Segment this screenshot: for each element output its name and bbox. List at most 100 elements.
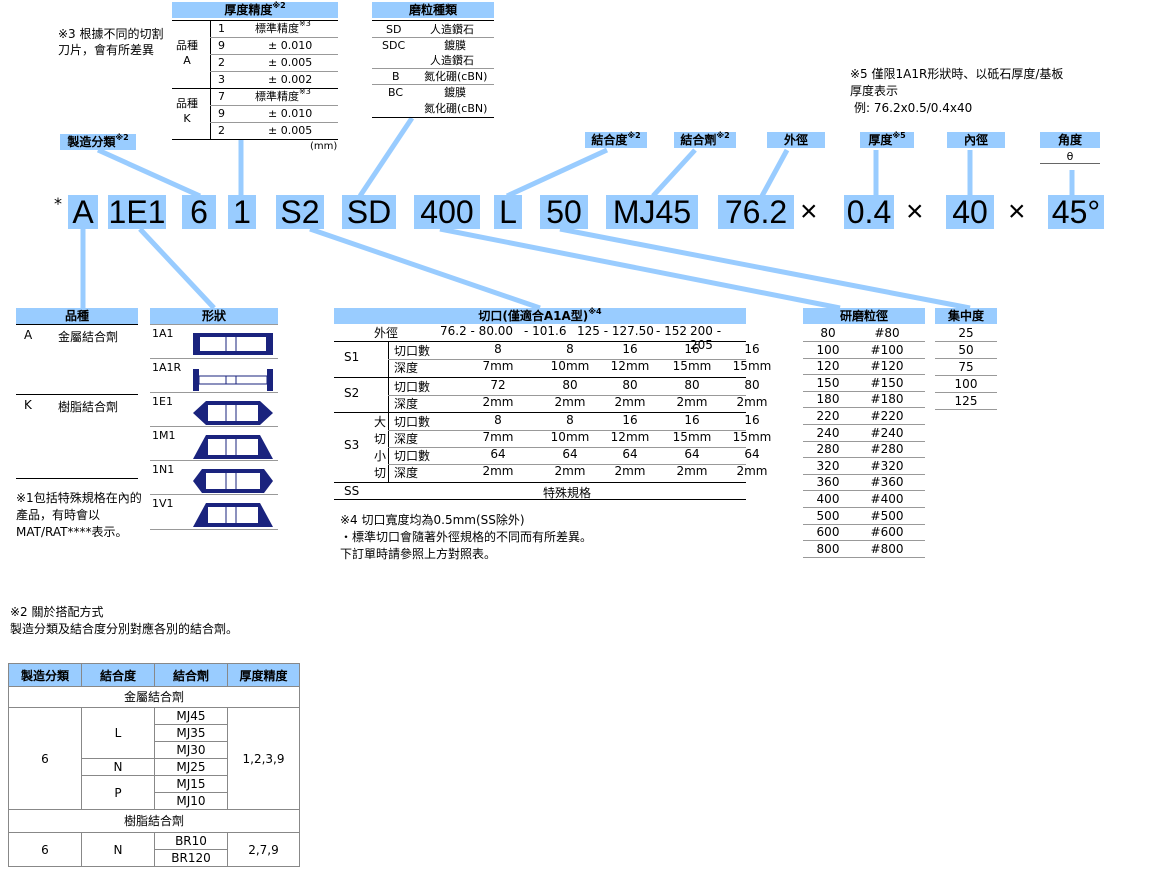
slot-row-name: 切口數 xyxy=(394,344,431,358)
slot-cell: 15mm xyxy=(672,430,712,444)
metal-precision: 1,2,3,9 xyxy=(227,707,300,810)
times-1: × xyxy=(800,195,818,228)
category-label: 製造分類※2 xyxy=(60,134,136,150)
grit-size: 100 xyxy=(816,342,840,357)
slot-cell: 10mm xyxy=(550,430,590,444)
slot-row-name: 深度 xyxy=(394,397,419,411)
slot-cell: 8 xyxy=(494,413,502,427)
grit-header: 研磨粒徑 xyxy=(803,308,925,324)
note-4-line2: ・標準切口會隨著外徑規格的不同而有所差異。 xyxy=(340,530,593,544)
note-4-line3: 下訂單時請參照上方對照表。 xyxy=(340,547,497,561)
shape-1n1-label: 1N1 xyxy=(152,463,175,476)
resin-category: 6 xyxy=(8,832,82,867)
grit-mesh: #400 xyxy=(870,492,904,506)
bond-label: 結合劑※2 xyxy=(674,132,736,148)
code-prefix: * xyxy=(54,194,62,213)
shape-1m1-label: 1M1 xyxy=(152,429,176,442)
slot-cell: 7mm xyxy=(482,430,514,444)
bond-col-category: 製造分類 xyxy=(8,663,82,687)
slot-od-3: 125 - 127.50 xyxy=(577,324,654,338)
variety-row-k-name: 樹脂結合劑 xyxy=(58,400,119,414)
bond-col-grade: 結合度 xyxy=(81,663,155,687)
grit-row: 800#800 xyxy=(803,541,925,558)
grit-row: 400#400 xyxy=(803,491,925,508)
shape-1m1-icon xyxy=(193,435,273,459)
metal-grade-n: N xyxy=(81,758,155,776)
bond-col-precision: 厚度精度 xyxy=(227,663,300,687)
slot-cell: 2mm xyxy=(676,395,708,409)
code-bond: MJ45 xyxy=(606,195,698,229)
concentration-value: 50 xyxy=(935,342,997,359)
slot-s2-label: S2 xyxy=(344,386,360,400)
bond-col-bond: 結合劑 xyxy=(154,663,228,687)
grit-row: 80#80 xyxy=(803,325,925,342)
shape-1e1-label: 1E1 xyxy=(152,395,173,408)
slot-cell: 64 xyxy=(744,447,760,461)
thickness-label: 厚度※5 xyxy=(860,132,914,148)
slot-cell: 64 xyxy=(622,447,638,461)
grit-size: 180 xyxy=(816,392,840,407)
slot-cell: 80 xyxy=(562,378,578,392)
grit-mesh: #320 xyxy=(870,458,904,473)
grit-row: 280#280 xyxy=(803,441,925,459)
bond-mj35: MJ35 xyxy=(154,724,228,742)
grit-row: 100#100 xyxy=(803,342,925,359)
shape-1e1-icon xyxy=(193,401,273,425)
shape-1v1-icon xyxy=(193,503,273,527)
slot-cell: 64 xyxy=(562,447,578,461)
slot-cell: 72 xyxy=(490,378,506,392)
thickness-precision-header: 厚度精度※2 xyxy=(172,2,338,18)
slot-cell: 80 xyxy=(622,378,638,392)
note-5: ※5 僅限1A1R形狀時、以砥石厚度/基板 厚度表示 例: 76.2x0.5/0… xyxy=(850,66,1063,117)
od-label: 外徑 xyxy=(767,132,825,148)
bond-mj15: MJ15 xyxy=(154,775,228,793)
slot-row-prefix: 小 xyxy=(374,449,387,463)
metal-grade-l: L xyxy=(81,707,155,759)
slot-cell: 16 xyxy=(744,413,760,427)
slot-row-name: 深度 xyxy=(394,466,419,480)
variety-row-a-name: 金屬結合劑 xyxy=(58,330,119,344)
concentration-value: 25 xyxy=(935,325,997,342)
metal-grade-p: P xyxy=(81,775,155,810)
grit-mesh: #150 xyxy=(870,375,904,390)
slot-row-prefix: 切 xyxy=(374,432,387,446)
thickness-precision-title: 厚度精度 xyxy=(224,3,273,17)
concentration-header: 集中度 xyxy=(935,308,997,324)
slot-row-name: 深度 xyxy=(394,361,419,375)
resin-precision: 2,7,9 xyxy=(227,832,300,867)
code-angle: 45° xyxy=(1048,195,1104,229)
note-4-line1: ※4 切口寬度均為0.5mm(SS除外) xyxy=(340,513,525,527)
bond-mj30: MJ30 xyxy=(154,741,228,759)
shape-1a1-label: 1A1 xyxy=(152,327,174,340)
slot-cell: 2mm xyxy=(554,395,586,409)
bond-br10: BR10 xyxy=(154,832,228,850)
slot-cell: 80 xyxy=(684,378,700,392)
grit-mesh: #800 xyxy=(870,541,904,556)
abrasive-header: 磨粒種類 xyxy=(372,2,494,18)
shape-header: 形狀 xyxy=(150,308,278,324)
code-bond-grade: L xyxy=(494,195,522,229)
grit-mesh: #180 xyxy=(870,392,904,407)
slot-cell: 2mm xyxy=(736,464,768,478)
code-variety: A xyxy=(68,195,98,229)
thickness-precision-sup: ※2 xyxy=(272,1,286,10)
slot-cell: 15mm xyxy=(672,359,712,373)
slot-row-prefix: 大 xyxy=(374,415,387,429)
code-shape: 1E1 xyxy=(108,194,166,230)
times-3: × xyxy=(1008,195,1026,228)
metal-bond-section: 金屬結合劑 xyxy=(8,686,300,708)
concentration-value: 125 xyxy=(935,393,997,410)
slot-cell: 12mm xyxy=(610,359,650,373)
grit-size: 320 xyxy=(816,458,840,473)
slot-cell: 16 xyxy=(684,342,700,356)
shape-1a1r-icon xyxy=(193,369,273,391)
variety-header: 品種 xyxy=(16,308,138,324)
grit-row: 180 #180 xyxy=(803,391,925,409)
grit-row: 320 #320 xyxy=(803,458,925,475)
slot-table: 外徑 76.2 - 80.00 - 101.6 125 - 127.50 - 1… xyxy=(334,324,771,500)
slot-cell: 15mm xyxy=(732,359,772,373)
slot-cell: 2mm xyxy=(614,464,646,478)
slot-cell: 64 xyxy=(684,447,700,461)
grit-row: 240#240 xyxy=(803,425,925,442)
